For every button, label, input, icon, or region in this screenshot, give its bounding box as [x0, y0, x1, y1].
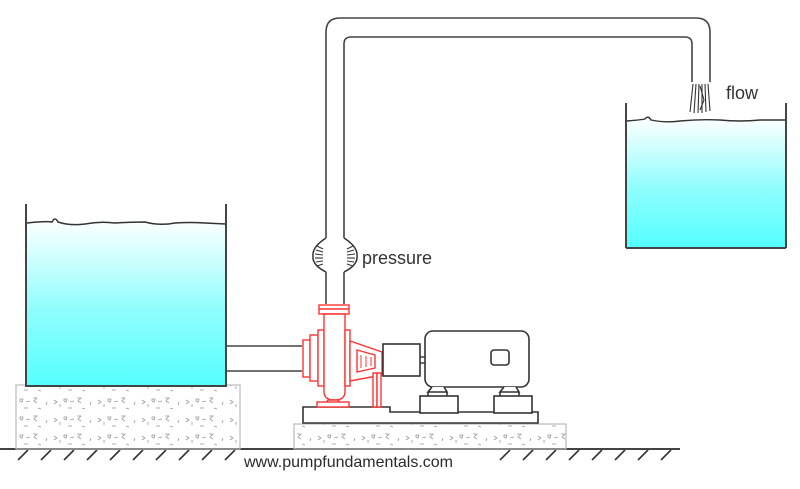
ground-hatch: [591, 449, 603, 461]
ground-hatch: [568, 449, 580, 461]
ground-hatch: [86, 449, 98, 461]
suction-pipe: [226, 345, 302, 372]
ground-hatch: [109, 449, 121, 461]
ground-hatch: [499, 449, 511, 461]
pump-foundation: [293, 423, 567, 450]
ground-hatch: [637, 449, 649, 461]
ground-hatch: [178, 449, 190, 461]
ground-hatch: [224, 449, 236, 461]
flow-label: flow: [726, 83, 759, 103]
discharge-pipe: [325, 17, 711, 304]
baseplate: [302, 406, 539, 424]
website-credit: www.pumpfundamentals.com: [244, 454, 453, 471]
suction-tank-foundation: [15, 384, 241, 450]
suction-tank: [25, 204, 227, 387]
pump-casing: [302, 304, 383, 408]
ground-hatch: [155, 449, 167, 461]
ground-hatch: [660, 449, 672, 461]
pressure-label: pressure: [362, 248, 433, 268]
outflow-stream: [689, 83, 711, 114]
ground-hatch: [63, 449, 75, 461]
ground-hatch: [614, 449, 626, 461]
ground-hatch: [545, 449, 557, 461]
ground-hatch: [17, 449, 29, 461]
discharge-tank: [625, 103, 787, 249]
pressure-gauge-bulge: [312, 237, 358, 273]
ground-hatch: [522, 449, 534, 461]
ground-hatch: [40, 449, 52, 461]
ground-hatch: [201, 449, 213, 461]
ground-hatch: [132, 449, 144, 461]
coupling: [382, 343, 421, 377]
motor: [419, 330, 533, 414]
